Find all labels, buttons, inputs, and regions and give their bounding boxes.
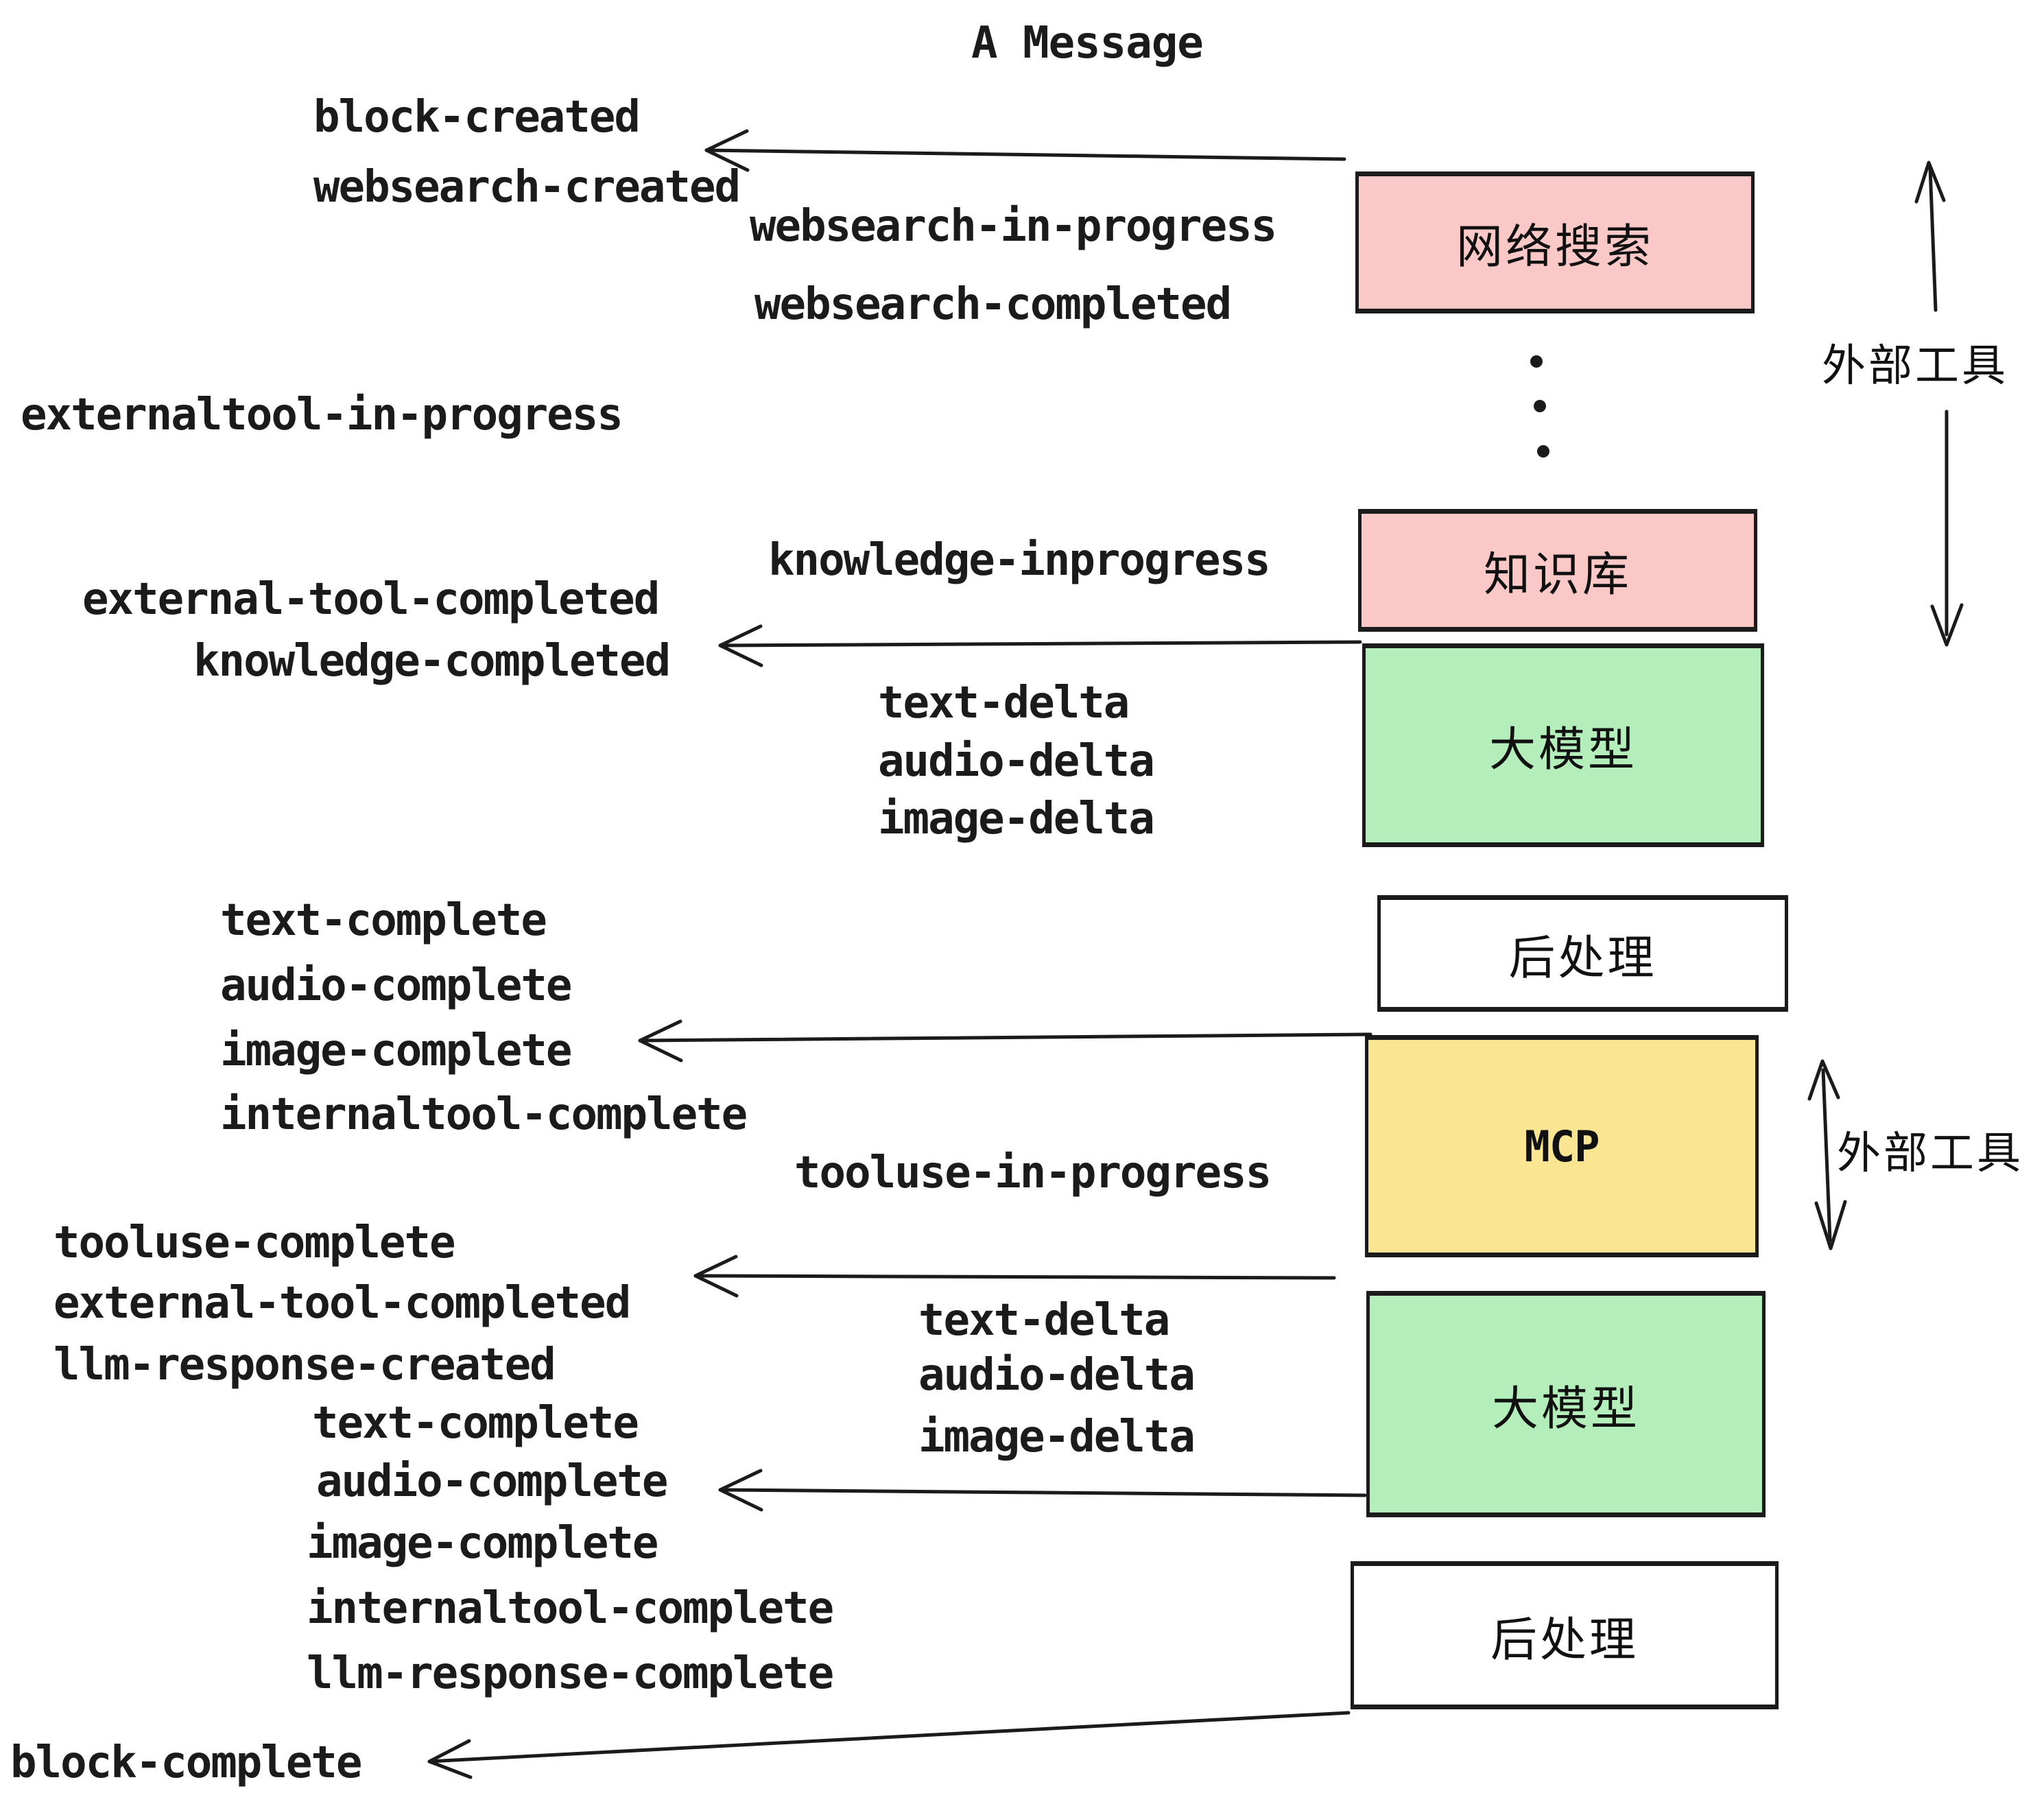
event-label-text-complete-1: text-complete — [220, 895, 547, 946]
double-arrow-external-tools-mcp-line — [1821, 1068, 1832, 1242]
double-arrow-external-tools-mcp-downhead — [1814, 1200, 1847, 1250]
arrow-knowledge-to-completed-events — [718, 640, 1362, 648]
event-label-websearch-created: websearch-created — [313, 162, 741, 213]
node-llm-2-label: 大模型 — [1491, 1381, 1640, 1436]
arrow-knowledge-to-completed-events-head — [718, 624, 763, 667]
node-llm-1: 大模型 — [1362, 643, 1764, 847]
node-postprocess-1-label: 后处理 — [1508, 931, 1657, 986]
arrow-llm2-to-complete-events — [718, 1488, 1367, 1497]
arrow-mcp-to-tooluse-complete-head — [693, 1255, 739, 1298]
event-label-external-tool-completed-2: external-tool-completed — [54, 1278, 631, 1329]
arrow-websearch-to-created-events — [704, 148, 1346, 161]
event-label-block-complete: block-complete — [10, 1737, 362, 1788]
node-llm-1-label: 大模型 — [1488, 723, 1637, 777]
event-label-externaltool-in-progress: externaltool-in-progress — [21, 390, 623, 440]
event-label-knowledge-inprogress: knowledge-inprogress — [768, 535, 1271, 586]
side-label-external-tools-mcp: 外部工具 — [1837, 1128, 2023, 1179]
diagram-title: A Message — [971, 18, 1204, 69]
double-arrow-external-tools-top-upline — [1928, 166, 1938, 312]
node-websearch: 网络搜索 — [1355, 171, 1755, 313]
node-websearch-label: 网络搜索 — [1455, 220, 1654, 274]
event-label-image-complete-2: image-complete — [307, 1518, 658, 1569]
event-label-text-delta-1: text-delta — [878, 678, 1130, 728]
node-knowledge-label: 知识库 — [1483, 548, 1632, 602]
double-arrow-external-tools-top-uphead — [1914, 161, 1946, 204]
arrow-post1-to-complete-events-head — [638, 1019, 683, 1063]
event-label-image-complete-1: image-complete — [220, 1025, 572, 1076]
event-label-knowledge-completed: knowledge-completed — [193, 636, 671, 687]
double-arrow-external-tools-top-downhead — [1930, 603, 1964, 647]
event-label-tooluse-in-progress: tooluse-in-progress — [794, 1148, 1272, 1198]
node-llm-2: 大模型 — [1366, 1291, 1766, 1517]
event-label-websearch-in-progress: websearch-in-progress — [750, 201, 1277, 252]
arrow-post1-to-complete-events — [638, 1032, 1372, 1043]
event-label-llm-response-complete: llm-response-complete — [307, 1648, 834, 1699]
event-label-image-delta-2: image-delta — [918, 1412, 1196, 1462]
node-postprocess-2-label: 后处理 — [1490, 1613, 1639, 1667]
event-label-websearch-completed: websearch-completed — [754, 279, 1232, 330]
event-label-image-delta-1: image-delta — [878, 794, 1155, 844]
node-postprocess-1: 后处理 — [1377, 895, 1788, 1012]
event-label-llm-response-created: llm-response-created — [54, 1340, 556, 1390]
event-label-audio-complete-2: audio-complete — [316, 1456, 668, 1507]
arrow-mcp-to-tooluse-complete — [693, 1274, 1336, 1280]
event-label-text-delta-2: text-delta — [918, 1295, 1170, 1346]
event-label-audio-delta-2: audio-delta — [918, 1350, 1196, 1401]
node-mcp: MCP — [1365, 1035, 1759, 1257]
event-label-external-tool-completed: external-tool-completed — [82, 574, 660, 625]
event-label-audio-delta-1: audio-delta — [878, 736, 1155, 787]
double-arrow-external-tools-mcp-uphead — [1807, 1059, 1840, 1101]
event-label-internaltool-complete-2: internaltool-complete — [307, 1583, 834, 1634]
node-knowledge: 知识库 — [1358, 509, 1757, 632]
arrow-post2-to-block-complete-head — [427, 1739, 473, 1779]
event-label-block-created: block-created — [313, 92, 641, 143]
event-label-internaltool-complete-1: internaltool-complete — [220, 1089, 748, 1140]
arrow-post2-to-block-complete — [427, 1711, 1351, 1764]
event-label-text-complete-2: text-complete — [312, 1398, 639, 1449]
event-label-audio-complete-1: audio-complete — [220, 960, 572, 1011]
arrow-llm2-to-complete-events-head — [718, 1469, 763, 1512]
ellipsis-dots-icon — [1530, 355, 1549, 458]
node-postprocess-2: 后处理 — [1351, 1561, 1779, 1709]
side-label-external-tools-top: 外部工具 — [1822, 341, 2008, 392]
event-label-tooluse-complete: tooluse-complete — [54, 1218, 455, 1268]
node-mcp-label: MCP — [1524, 1121, 1600, 1172]
arrow-websearch-to-created-events-head — [704, 129, 750, 172]
